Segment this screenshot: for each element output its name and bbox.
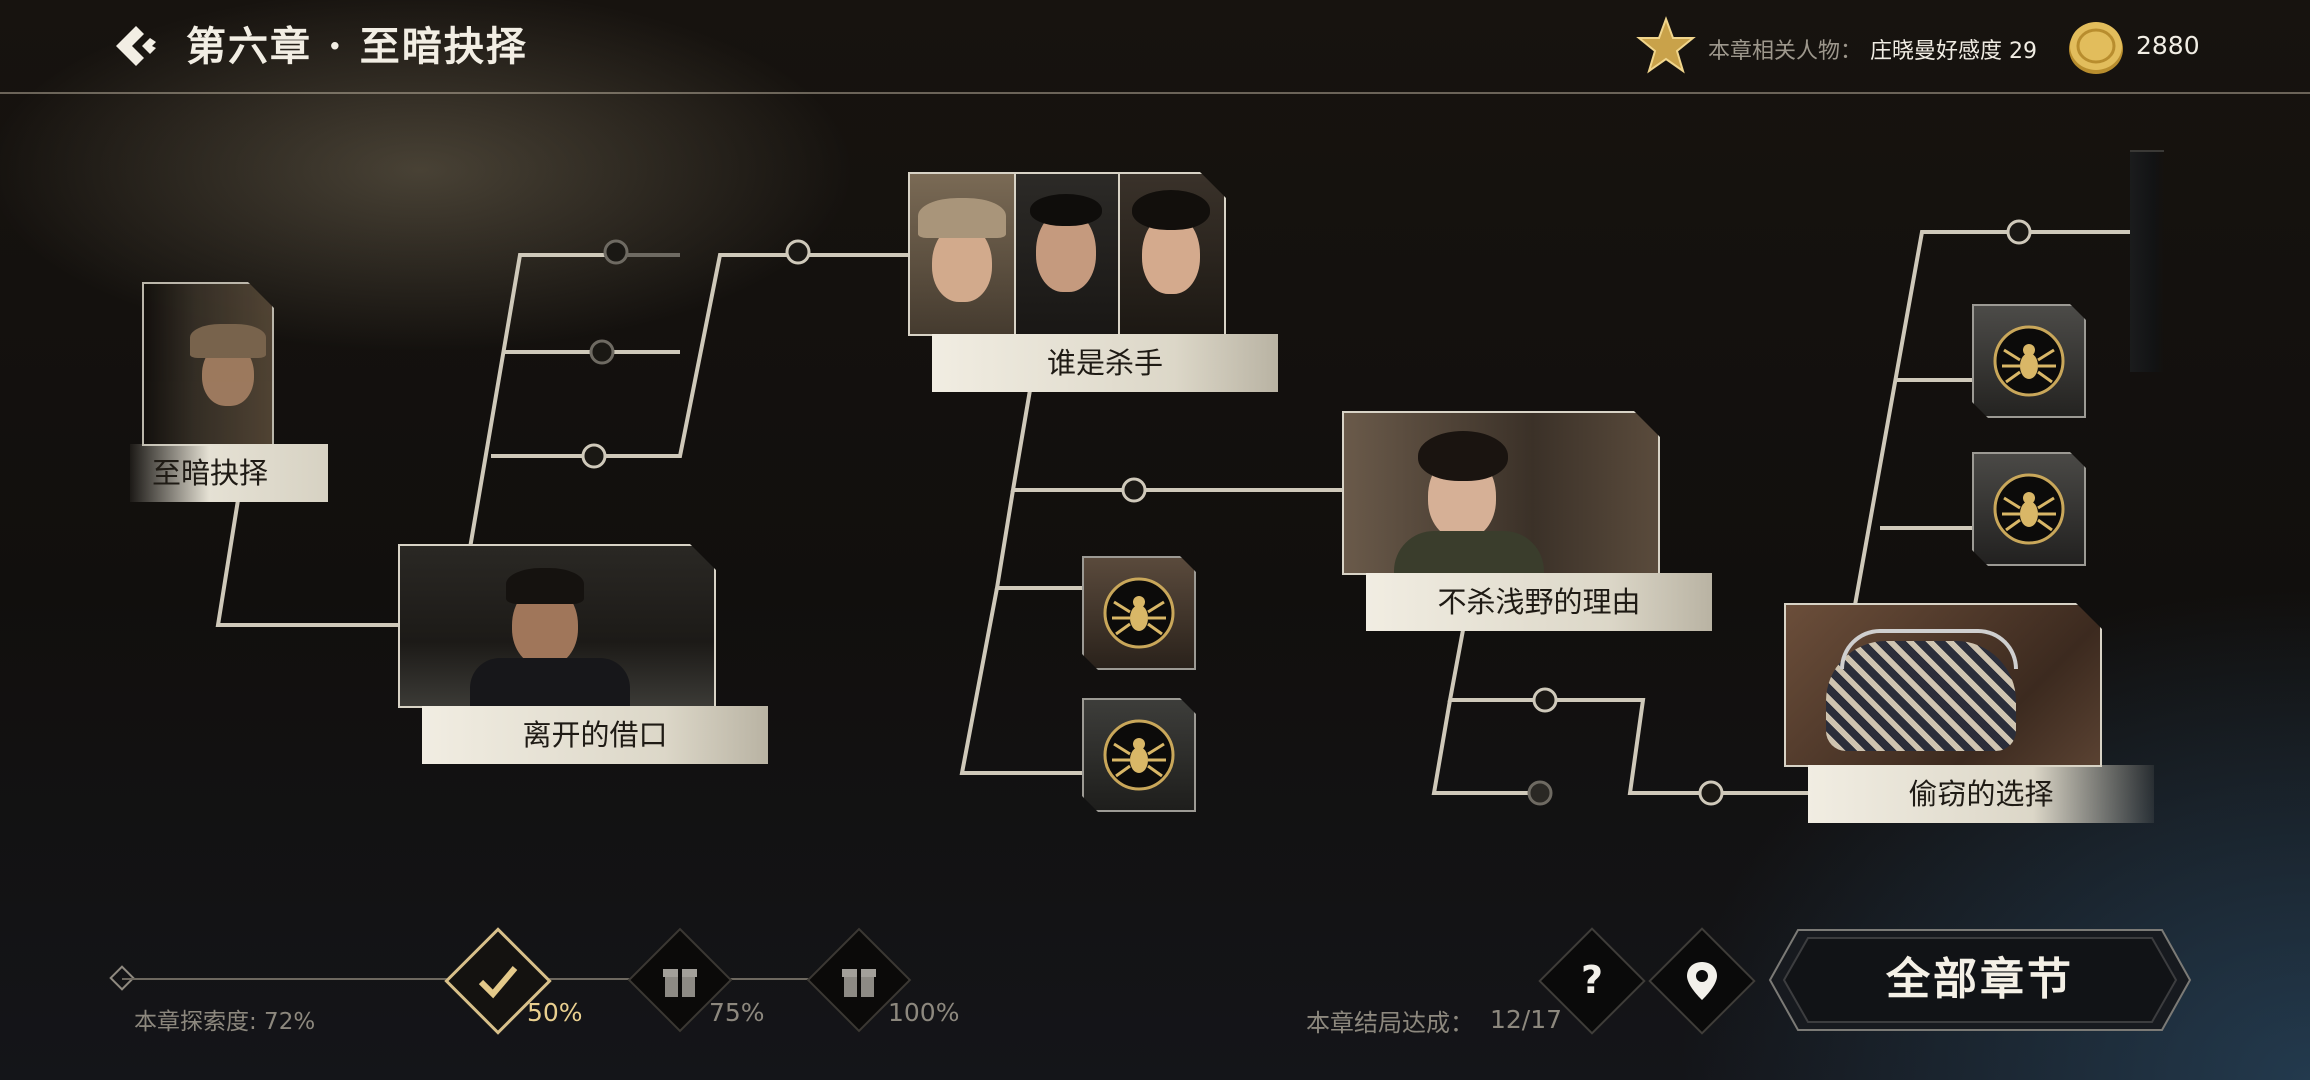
location-button[interactable] <box>1648 927 1756 1035</box>
node-label: 不杀浅野的理由 <box>1366 573 1712 631</box>
node-thumbnail <box>142 282 274 446</box>
back-button[interactable] <box>110 20 162 72</box>
node-label: 谁是杀手 <box>932 334 1278 392</box>
milestone-100[interactable] <box>806 927 912 1033</box>
top-bar: 第六章 · 至暗抉择 本章相关人物： 庄晓曼好感度 29 2880 <box>0 0 2310 94</box>
star-icon <box>1636 16 1696 74</box>
locked-spider-emblem-icon <box>1102 576 1176 650</box>
node-label: 偷窃的选择 <box>1808 765 2154 823</box>
locked-node[interactable] <box>1972 304 2086 418</box>
story-node-offscreen[interactable] <box>2130 150 2164 372</box>
story-node-start[interactable]: 至暗抉择 <box>130 282 330 504</box>
help-button[interactable]: ? <box>1538 927 1646 1035</box>
checkmark-icon <box>478 966 518 999</box>
svg-text:?: ? <box>1581 958 1603 1002</box>
node-label: 离开的借口 <box>422 706 768 764</box>
endings-label: 本章结局达成： <box>1306 1009 1474 1037</box>
node-label: 至暗抉择 <box>130 444 328 502</box>
story-node-theft[interactable]: 偷窃的选择 <box>1784 603 2156 827</box>
affection-value: 庄晓曼好感度 29 <box>1870 39 2037 64</box>
question-mark-icon: ? <box>1581 958 1603 1002</box>
all-chapters-button[interactable]: 全部章节 <box>1768 928 2192 1032</box>
related-characters-label: 本章相关人物： <box>1708 39 1863 64</box>
locked-node[interactable] <box>1082 556 1196 670</box>
node-thumbnail <box>908 172 1226 336</box>
gift-icon <box>663 969 697 997</box>
milestone-100-label: 100% <box>888 998 960 1027</box>
story-node-excuse[interactable]: 离开的借口 <box>398 544 770 768</box>
locked-node[interactable] <box>1082 698 1196 812</box>
gift-icon <box>842 969 876 997</box>
back-chevron-icon <box>116 26 156 66</box>
endings-count: 12/17 <box>1490 1005 1563 1034</box>
milestone-75-label: 75% <box>709 998 765 1027</box>
locked-spider-emblem-icon <box>1102 718 1176 792</box>
node-thumbnail <box>398 544 716 708</box>
locked-spider-emblem-icon <box>1992 472 2066 546</box>
chapter-title: 第六章 · 至暗抉择 <box>186 23 528 70</box>
exploration-label: 本章探索度: 72% <box>134 1009 316 1035</box>
node-thumbnail <box>1342 411 1660 575</box>
story-node-killer[interactable]: 谁是杀手 <box>908 172 1280 396</box>
milestone-50[interactable] <box>444 927 552 1035</box>
locked-node[interactable] <box>1972 452 2086 566</box>
all-chapters-frame <box>1768 929 2192 1031</box>
all-chapters-label: 全部章节 <box>1886 954 2074 1005</box>
milestone-75[interactable] <box>627 927 733 1033</box>
coin-icon <box>2069 22 2123 74</box>
story-node-reason[interactable]: 不杀浅野的理由 <box>1342 411 1714 635</box>
locked-spider-emblem-icon <box>1992 324 2066 398</box>
coin-count: 2880 <box>2136 31 2200 60</box>
node-thumbnail <box>1784 603 2102 767</box>
map-pin-icon <box>1687 962 1717 1000</box>
milestone-50-label: 50% <box>527 998 583 1027</box>
